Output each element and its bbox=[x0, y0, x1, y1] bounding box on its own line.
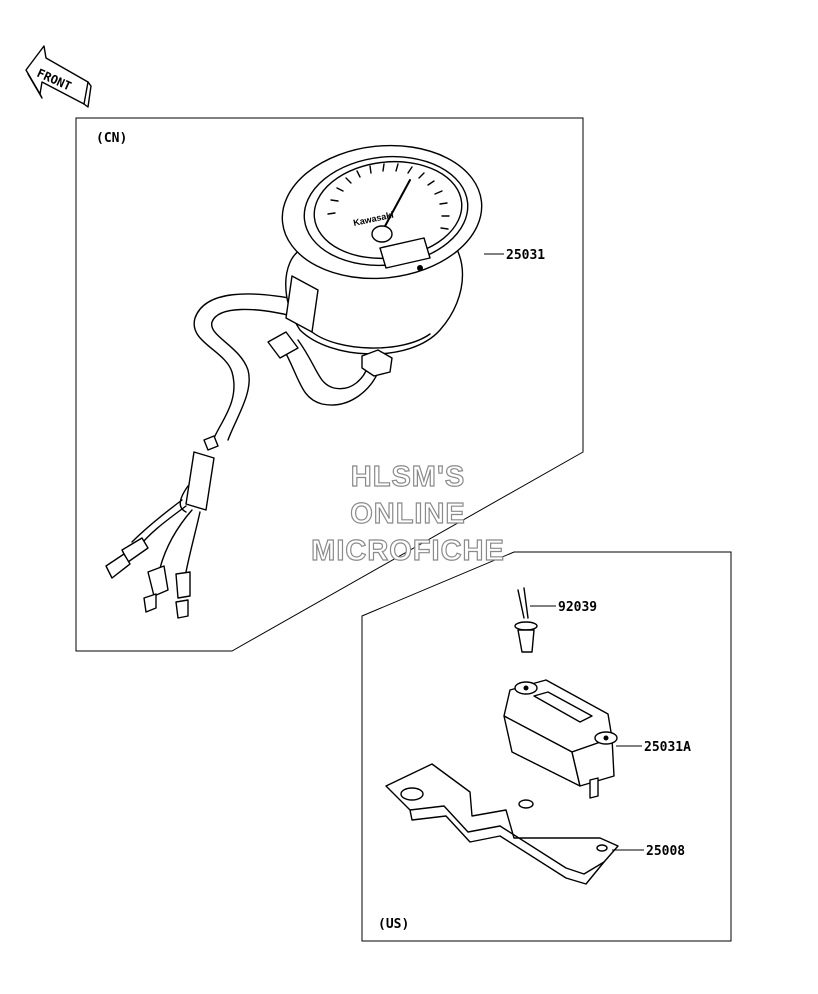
us-panel-border bbox=[361, 551, 732, 942]
us-region-label: (US) bbox=[378, 917, 409, 932]
part-number-92039: 92039 bbox=[558, 600, 597, 615]
watermark-line-3: MICROFICHE bbox=[311, 535, 505, 567]
cn-panel-border bbox=[75, 117, 584, 652]
part-number-25031A: 25031A bbox=[644, 740, 691, 755]
cn-region-label: (CN) bbox=[96, 131, 127, 146]
speedometer-needle bbox=[383, 179, 411, 229]
part-number-25008: 25008 bbox=[646, 844, 685, 859]
front-arrow-icon: FRONT bbox=[25, 45, 92, 108]
watermark-line-1: HLSM'S bbox=[351, 461, 465, 493]
speedometer-scale bbox=[327, 163, 450, 230]
speedometer-assembly: Kawasaki bbox=[105, 144, 483, 619]
hour-meter bbox=[503, 679, 618, 799]
rivet-part bbox=[514, 587, 538, 653]
watermark-line-2: ONLINE bbox=[350, 498, 466, 530]
watermark: HLSM'S ONLINE MICROFICHE bbox=[311, 460, 505, 567]
part-number-25031: 25031 bbox=[506, 248, 545, 263]
hour-meter-display bbox=[533, 691, 593, 723]
mounting-bracket bbox=[385, 763, 619, 885]
meter-lcd-window bbox=[379, 237, 431, 269]
